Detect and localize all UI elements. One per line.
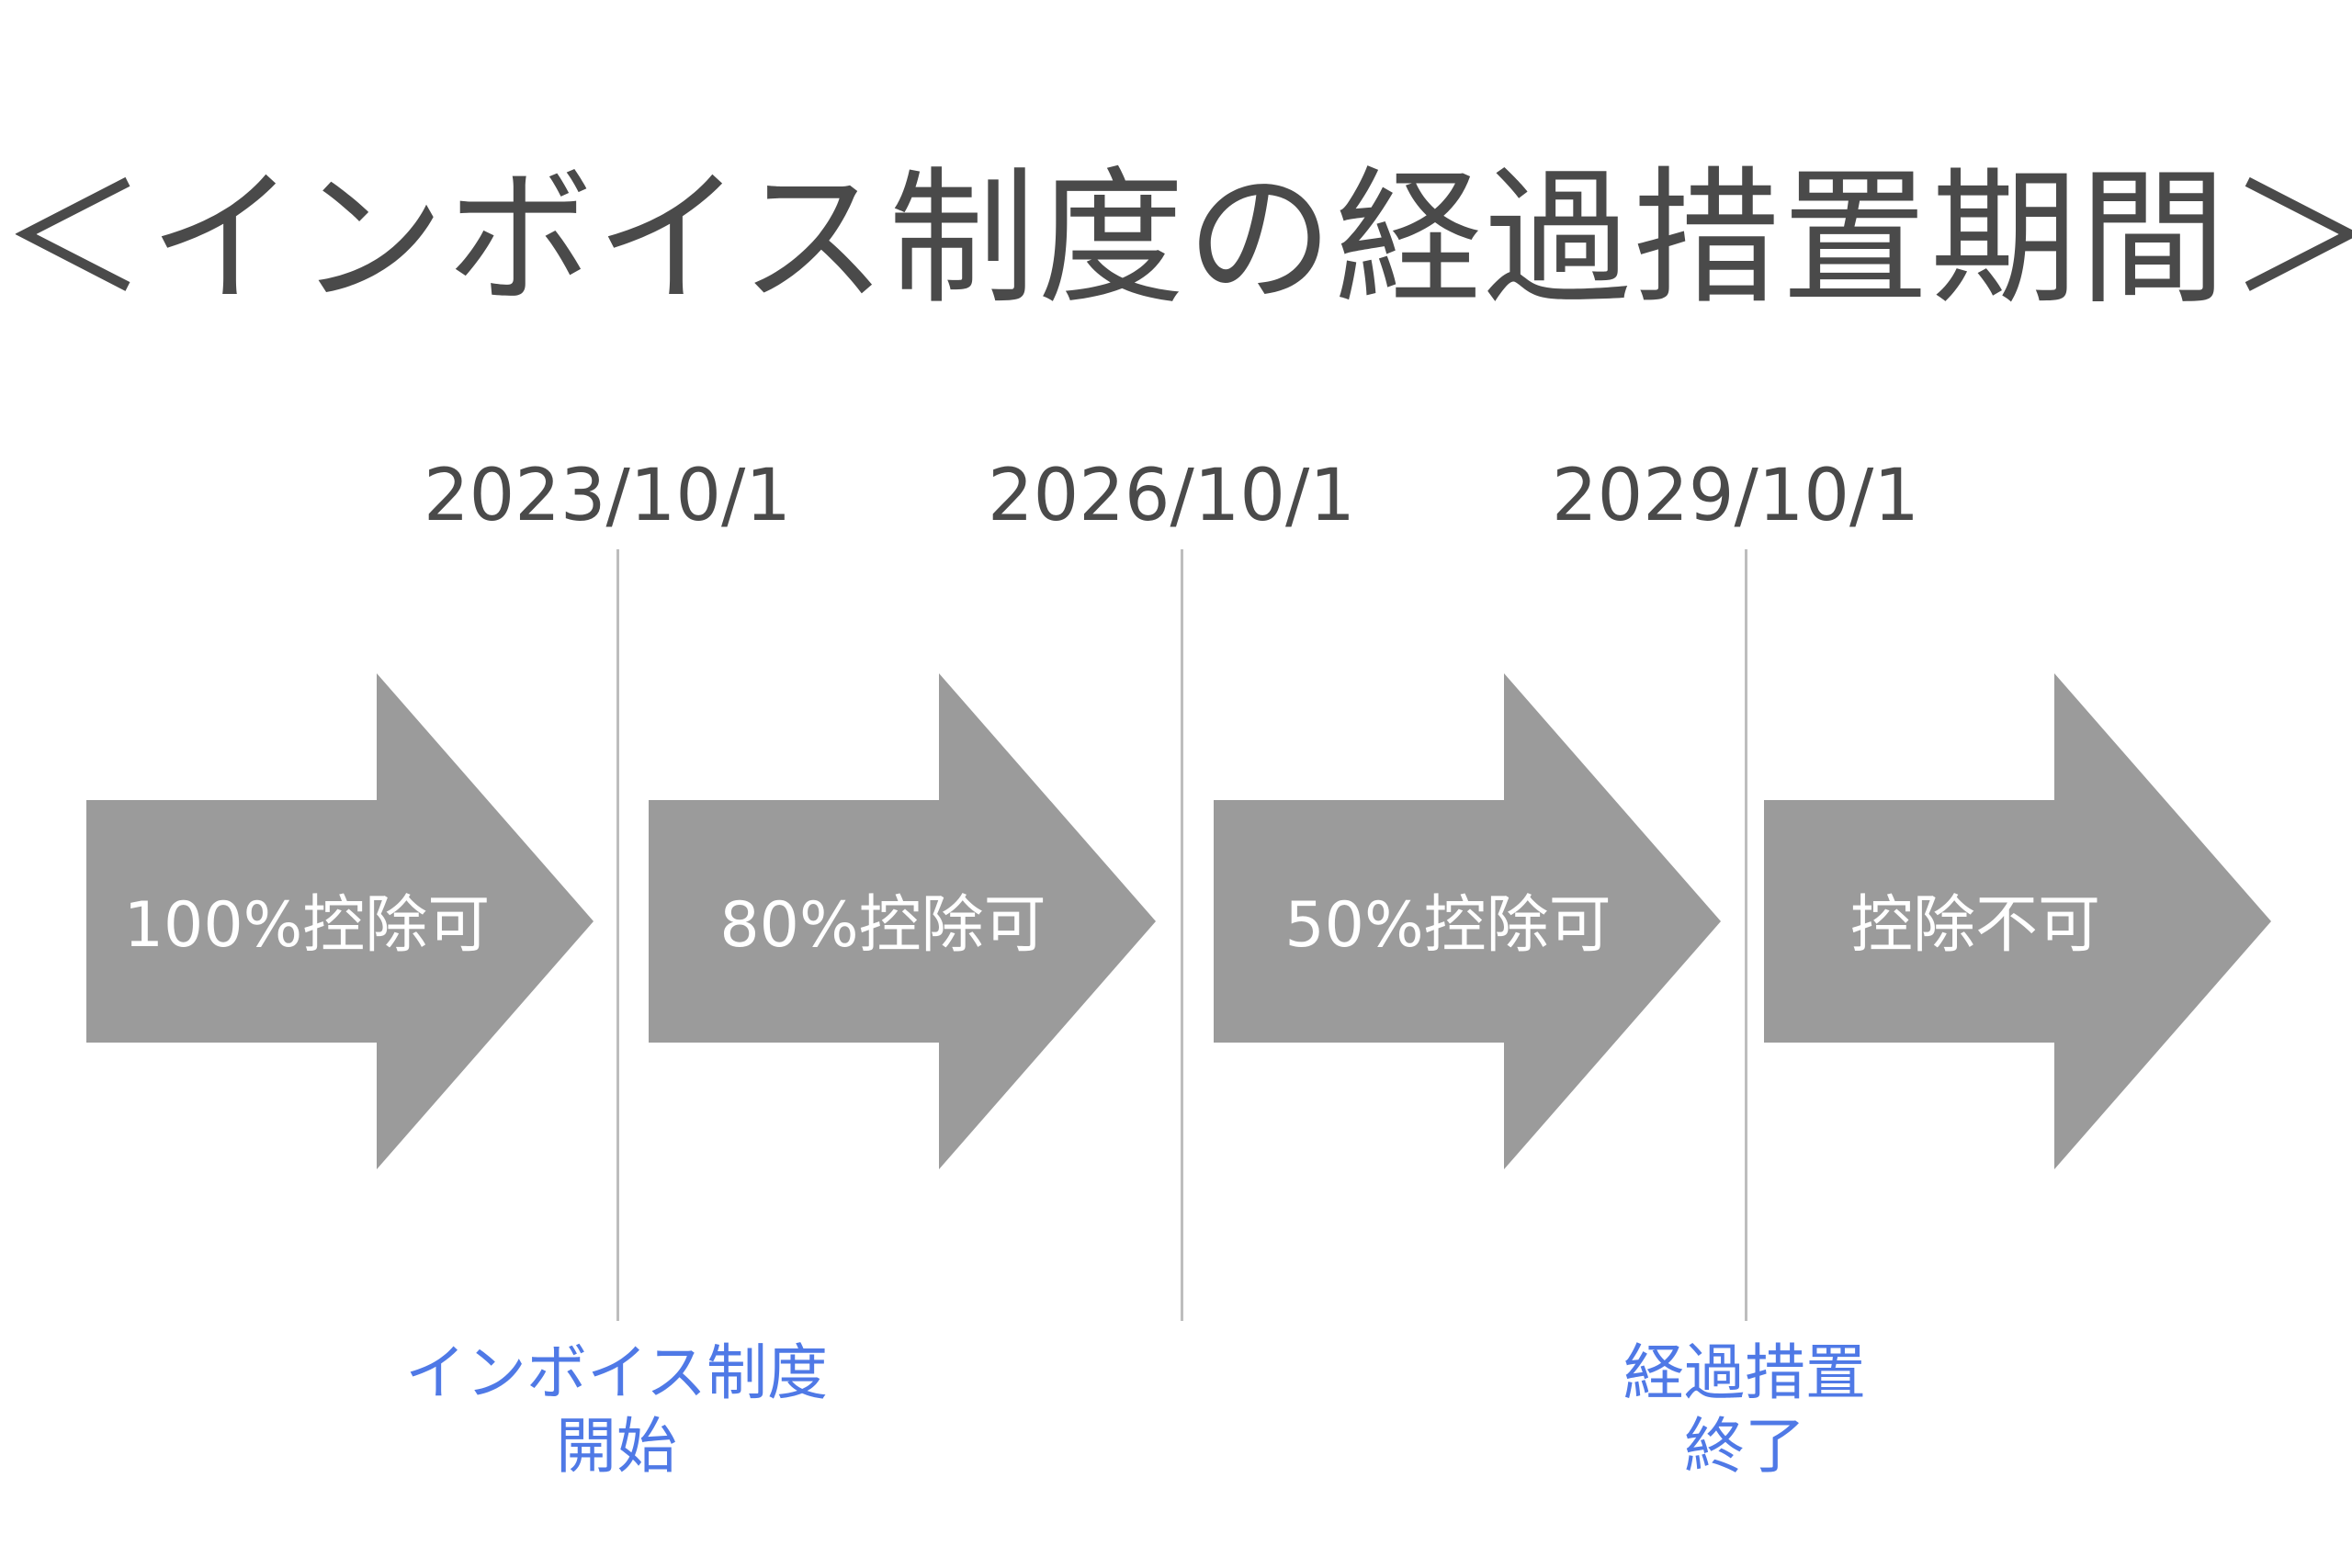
arrow-shape-3	[1214, 673, 1721, 1169]
diagram-title: ＜インボイス制度の経過措置期間＞	[0, 152, 2352, 324]
arrow-label-3: 50%控除可	[1284, 889, 1611, 962]
event-label-invoice-start-line2: 開始	[556, 1411, 677, 1482]
date-label-2: 2026/10/1	[988, 455, 1355, 537]
arrow-label-1: 100%控除可	[123, 889, 491, 962]
divider-line-3	[1745, 549, 1747, 1321]
divider-line-1	[616, 549, 619, 1321]
event-label-invoice-start-line1: インボイス制度	[404, 1337, 829, 1408]
arrow-stage-2: 80%控除可	[649, 673, 1156, 1169]
event-label-transition-end-line2: 終了	[1684, 1411, 1805, 1482]
arrow-stage-4: 控除不可	[1764, 673, 2271, 1169]
event-label-transition-end: 経過措置 終了	[1423, 1337, 2066, 1483]
arrow-label-4: 控除不可	[1849, 889, 2100, 962]
date-label-1: 2023/10/1	[424, 455, 791, 537]
arrow-stage-3: 50%控除可	[1214, 673, 1721, 1169]
arrow-stage-1: 100%控除可	[86, 673, 594, 1169]
event-label-transition-end-line1: 経過措置	[1623, 1337, 1866, 1408]
arrow-shape-1	[86, 673, 594, 1169]
arrow-label-2: 80%控除可	[719, 889, 1046, 962]
arrow-shape-2	[649, 673, 1156, 1169]
arrow-shape-4	[1764, 673, 2271, 1169]
event-label-invoice-start: インボイス制度 開始	[295, 1337, 938, 1483]
divider-line-2	[1181, 549, 1183, 1321]
date-label-3: 2029/10/1	[1552, 455, 1919, 537]
